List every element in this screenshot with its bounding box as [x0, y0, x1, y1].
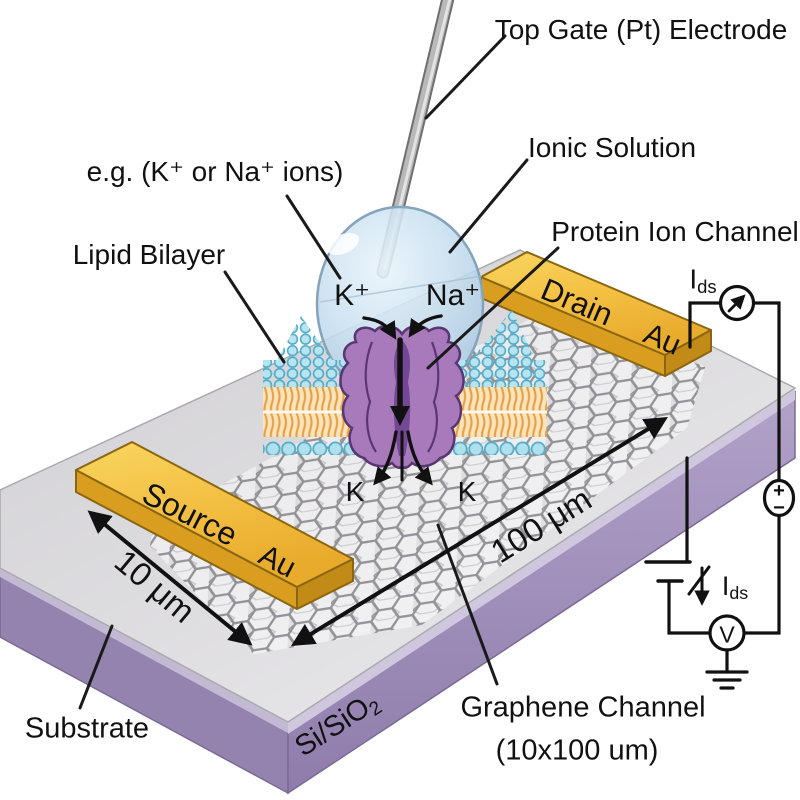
ids-bottom-base: I [721, 570, 730, 601]
top-gate-label: Top Gate (Pt) Electrode [494, 14, 788, 45]
sodium-ion-label: Na⁺ [425, 279, 481, 312]
k-flux-left-label: K [345, 476, 365, 507]
wire-ammeter-to-source [752, 301, 781, 483]
drain-top-face [480, 251, 712, 356]
measurement-circuit [644, 284, 796, 690]
ammeter [718, 284, 756, 322]
source-plus-label: + [773, 480, 785, 502]
voltmeter-label: V [719, 621, 735, 648]
leader-lines [78, 34, 560, 710]
ids-top-sub: ds [697, 275, 717, 297]
wire-gate-to-voltmeter [667, 579, 711, 635]
source-minus-label: − [773, 497, 785, 519]
k-flux-right-label: K [457, 476, 477, 507]
arrow-10um [87, 510, 253, 646]
leader-lipid-bilayer [223, 270, 286, 364]
leader-example-ions [285, 194, 342, 280]
current-slash [687, 565, 711, 596]
ground-symbol [705, 648, 749, 690]
potassium-ion-label: K⁺ [334, 279, 370, 312]
arrow-100um [291, 416, 668, 647]
leader-top-gate [424, 34, 507, 120]
ids-bottom-sub: ds [729, 583, 749, 604]
lipid-bilayer-label: Lipid Bilayer [72, 239, 226, 270]
voltage-source [762, 478, 796, 518]
ids-top-base: I [689, 263, 698, 295]
example-ions-label: e.g. (K⁺ or Na⁺ ions) [86, 156, 344, 187]
graphene-label-line2: (10x100 um) [495, 734, 659, 767]
protein-channel-label: Protein Ion Channel [551, 216, 799, 247]
ids-bottom-label: Ids [721, 570, 749, 604]
substrate-edge-strip-left [0, 566, 288, 733]
wire-source-to-voltmeter [743, 513, 781, 635]
leader-ionic-solution [448, 158, 529, 254]
ionic-solution-label: Ionic Solution [527, 132, 697, 163]
wire-drain-to-ammeter [688, 301, 722, 349]
graphene-label-line1: Graphene Channel [460, 691, 706, 724]
leader-protein-channel [426, 246, 560, 370]
drain-electrode [480, 251, 712, 377]
ids-top-label: Ids [689, 263, 717, 297]
dimension-arrows [87, 416, 668, 647]
substrate-label: Substrate [24, 712, 150, 745]
droplet-highlight [326, 232, 360, 256]
droplet-meniscus-line [319, 275, 483, 303]
